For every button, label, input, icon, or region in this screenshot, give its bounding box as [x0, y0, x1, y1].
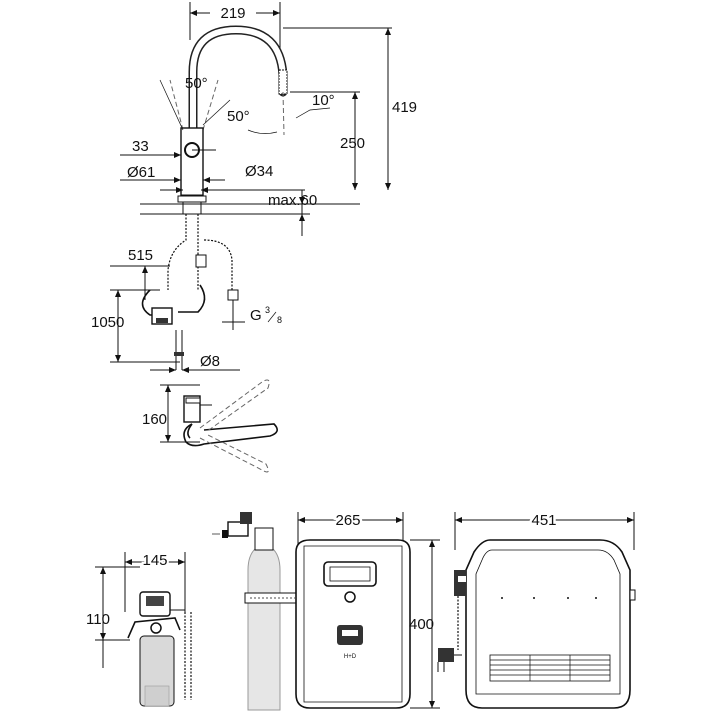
- angle-tilt-label: 10°: [312, 92, 335, 109]
- pipe-diameter-label: Ø8: [200, 353, 220, 370]
- vent-grille: [489, 654, 611, 682]
- chiller-side-view: 265 H+D 400: [212, 510, 440, 711]
- faucet-top-view: 160: [142, 379, 278, 473]
- thread-denominator: 8: [277, 315, 282, 325]
- faucet-height-label: 419: [392, 99, 417, 116]
- filter-unit: 145 110: [86, 550, 192, 707]
- chiller-height-label: 400: [409, 616, 434, 633]
- filter-height-label: 110: [86, 611, 110, 628]
- chiller-depth-label: 265: [335, 512, 360, 529]
- hole-diameter-label: Ø34: [245, 163, 273, 180]
- faucet-side-view: 219 50° 50° 10° 419 250: [91, 2, 417, 373]
- lever-offset-label: 33: [132, 138, 149, 155]
- chiller-panel-label: H+D: [344, 654, 357, 660]
- filter-width-label: 145: [142, 552, 167, 569]
- angle-left-label: 50°: [185, 75, 208, 92]
- faucet-width-label: 219: [220, 5, 245, 22]
- spout-height-label: 250: [340, 135, 365, 152]
- angle-right-label: 50°: [227, 108, 250, 125]
- chiller-width-label: 451: [531, 512, 556, 529]
- swing-dim-label: 160: [142, 411, 167, 428]
- supply-length-label: 1050: [91, 314, 124, 331]
- base-diameter-label: Ø61: [127, 164, 155, 181]
- thread-numerator: 3: [265, 305, 270, 315]
- thread-label: G: [250, 307, 262, 324]
- chiller-front-view: 451: [437, 510, 636, 709]
- hose-length-label: 515: [128, 247, 153, 264]
- max-deck-label: max.60: [268, 192, 317, 209]
